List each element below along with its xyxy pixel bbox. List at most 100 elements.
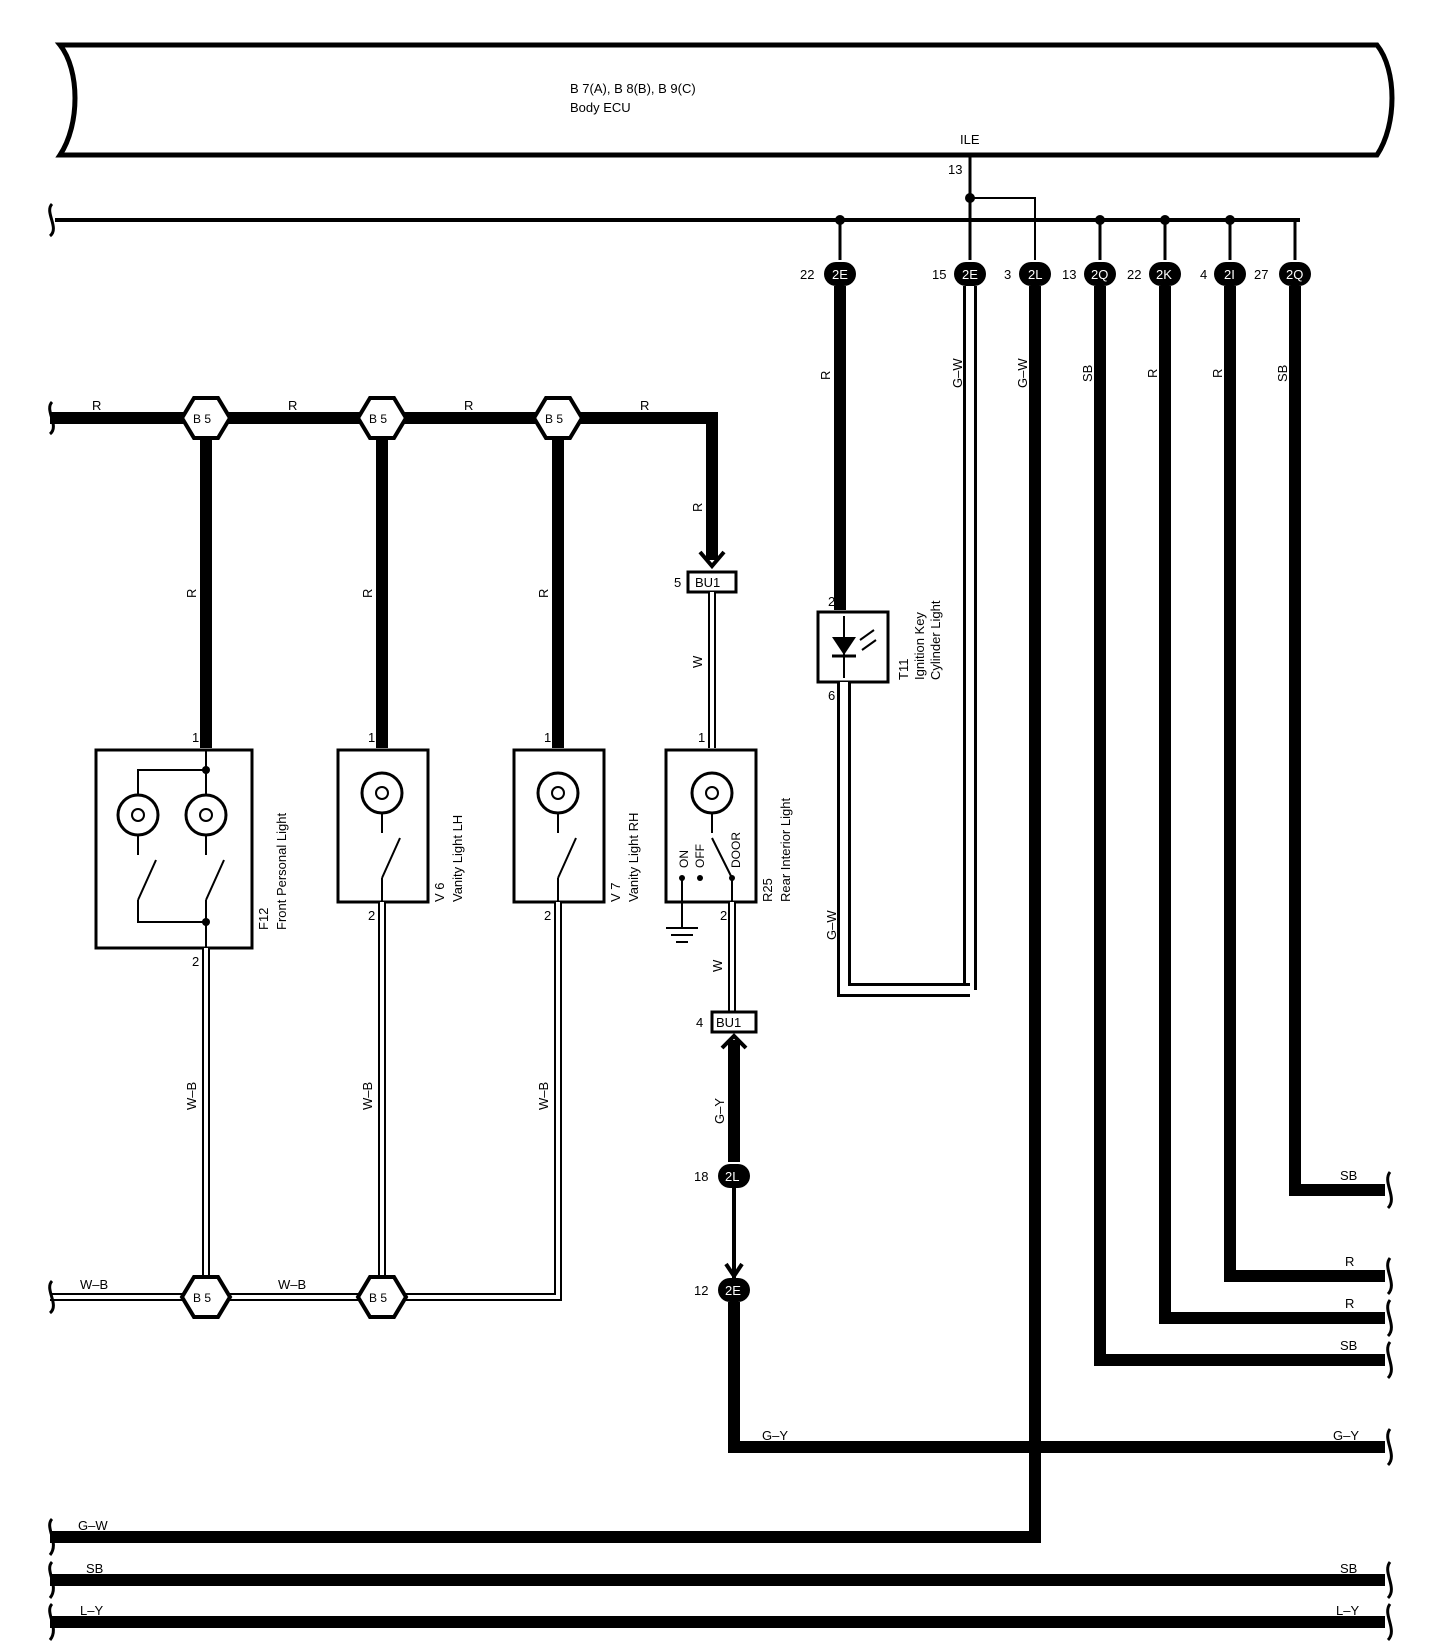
wb-splice-1[interactable]: B 5	[179, 1275, 233, 1319]
svg-text:4: 4	[696, 1015, 703, 1030]
svg-text:G–W: G–W	[1015, 358, 1030, 388]
wb-splice-2[interactable]: B 5	[355, 1275, 409, 1319]
r-bus: R R R R R	[48, 398, 726, 570]
svg-text:22: 22	[800, 267, 814, 282]
vanity-light-rh[interactable]: 1 2 V 7 Vanity Light RH	[512, 730, 641, 923]
bottom-bus-ly: L–Y L–Y	[48, 1602, 1393, 1642]
svg-text:ON: ON	[677, 850, 691, 868]
svg-text:2L: 2L	[725, 1169, 739, 1184]
top-connector-0[interactable]: 2E 22	[800, 262, 856, 286]
switch-icon	[711, 837, 733, 879]
svg-text:OFF: OFF	[693, 844, 707, 868]
svg-text:1: 1	[544, 730, 551, 745]
top-connector-1[interactable]: 2E 15	[932, 262, 986, 286]
bulb-icon	[184, 793, 228, 837]
svg-text:4: 4	[1200, 267, 1207, 282]
svg-text:13: 13	[1062, 267, 1076, 282]
svg-text:2K: 2K	[1156, 267, 1172, 282]
svg-text:R: R	[464, 398, 473, 413]
ignition-key-cylinder-light[interactable]: 2 6 T11 Ignition Key Cylinder Light	[816, 594, 943, 703]
svg-text:SB: SB	[1080, 365, 1095, 382]
bu1-top-connector[interactable]: BU1 5	[674, 570, 738, 594]
svg-text:V 7: V 7	[608, 882, 623, 902]
svg-text:2Q: 2Q	[1286, 267, 1303, 282]
top-connector-2[interactable]: 2L 3	[1004, 262, 1051, 286]
svg-text:DOOR: DOOR	[729, 832, 743, 868]
svg-text:15: 15	[932, 267, 946, 282]
top-connector-5[interactable]: 2I 4	[1200, 262, 1246, 286]
svg-text:2: 2	[192, 954, 199, 969]
svg-text:3: 3	[1004, 267, 1011, 282]
svg-text:1: 1	[698, 730, 705, 745]
svg-text:B 5: B 5	[369, 1291, 387, 1305]
svg-text:2E: 2E	[832, 267, 848, 282]
svg-text:L–Y: L–Y	[80, 1603, 103, 1618]
svg-text:B 5: B 5	[193, 1291, 211, 1305]
conn-2l-18[interactable]: 2L 18	[694, 1164, 750, 1188]
r-splice-3[interactable]: B 5	[531, 396, 585, 440]
svg-text:R: R	[360, 589, 375, 598]
top-connector-4[interactable]: 2K 22	[1127, 262, 1181, 286]
bu1-bottom-connector[interactable]: BU1 4	[696, 1010, 758, 1034]
ecu-wire-labels: R G–W G–W SB R R SB	[818, 358, 1290, 388]
ecu-outline	[54, 42, 1395, 158]
svg-text:2L: 2L	[1028, 267, 1042, 282]
svg-text:12: 12	[694, 1283, 708, 1298]
wb-wires: W–B W–B W–B W–B W–B	[48, 902, 562, 1315]
svg-text:W–B: W–B	[536, 1082, 551, 1110]
svg-text:R: R	[1145, 369, 1160, 378]
svg-text:SB: SB	[1340, 1168, 1357, 1183]
gy-bus-label-left: G–Y	[762, 1428, 788, 1443]
svg-text:Rear Interior Light: Rear Interior Light	[778, 798, 793, 902]
gy-bus	[728, 1302, 1385, 1453]
svg-text:22: 22	[1127, 267, 1141, 282]
t11-return-wire-inner	[840, 682, 970, 994]
svg-text:SB: SB	[86, 1561, 103, 1576]
svg-text:Vanity Light LH: Vanity Light LH	[450, 815, 465, 902]
svg-text:1: 1	[368, 730, 375, 745]
svg-text:W–B: W–B	[80, 1277, 108, 1292]
vanity-light-lh[interactable]: 1 2 V 6 Vanity Light LH	[336, 730, 465, 923]
ecu-terminal-name: ILE	[960, 132, 980, 147]
svg-text:2E: 2E	[962, 267, 978, 282]
right-output-labels: SB R R SB	[1340, 1168, 1357, 1353]
svg-text:2E: 2E	[725, 1283, 741, 1298]
rear-interior-light[interactable]: ON OFF DOOR 1 2 R25 Rear Interior Light	[664, 730, 793, 923]
bottom-bus-gw: G–W	[48, 1517, 108, 1556]
svg-text:R25: R25	[760, 878, 775, 902]
top-connector-3[interactable]: 2Q 13	[1062, 262, 1116, 286]
svg-text:2: 2	[544, 908, 551, 923]
svg-text:5: 5	[674, 575, 681, 590]
bulb-icon	[360, 771, 404, 815]
top-bus-break	[48, 202, 55, 238]
svg-text:R: R	[818, 371, 833, 380]
bulb-icon	[116, 793, 160, 837]
ecu-wires	[50, 286, 1385, 1543]
svg-text:T11: T11	[896, 659, 911, 680]
body-ecu[interactable]: B 7(A), B 8(B), B 9(C) Body ECU ILE	[54, 42, 1395, 158]
ecu-name-label: Body ECU	[570, 100, 631, 115]
svg-text:2Q: 2Q	[1091, 267, 1108, 282]
w-wire-1-label: W	[690, 655, 705, 668]
svg-text:6: 6	[828, 688, 835, 703]
r-splice-1[interactable]: B 5	[179, 396, 233, 440]
bu1-bottom-arrow	[720, 1033, 748, 1050]
top-connector-6[interactable]: 2Q 27	[1254, 262, 1311, 286]
svg-text:2: 2	[368, 908, 375, 923]
svg-text:R: R	[690, 503, 705, 512]
top-bus-taps	[835, 215, 1297, 260]
svg-text:L–Y: L–Y	[1336, 1603, 1359, 1618]
gy-wire-1-label: G–Y	[712, 1098, 727, 1124]
t11-return-wire	[837, 682, 970, 997]
svg-text:2: 2	[828, 594, 835, 609]
bottom-bus-sb: SB SB	[48, 1560, 1393, 1600]
conn-2e-12[interactable]: 2E 12	[694, 1278, 750, 1302]
ecu-connectors-label: B 7(A), B 8(B), B 9(C)	[570, 81, 696, 96]
svg-text:SB: SB	[1275, 365, 1290, 382]
r-splice-2[interactable]: B 5	[355, 396, 409, 440]
switch-icon	[557, 837, 577, 879]
svg-text:R: R	[640, 398, 649, 413]
svg-text:B 5: B 5	[545, 412, 563, 426]
front-personal-light[interactable]: 1 2 F12 Front Personal Light	[94, 730, 289, 969]
switch-icon	[137, 859, 157, 901]
